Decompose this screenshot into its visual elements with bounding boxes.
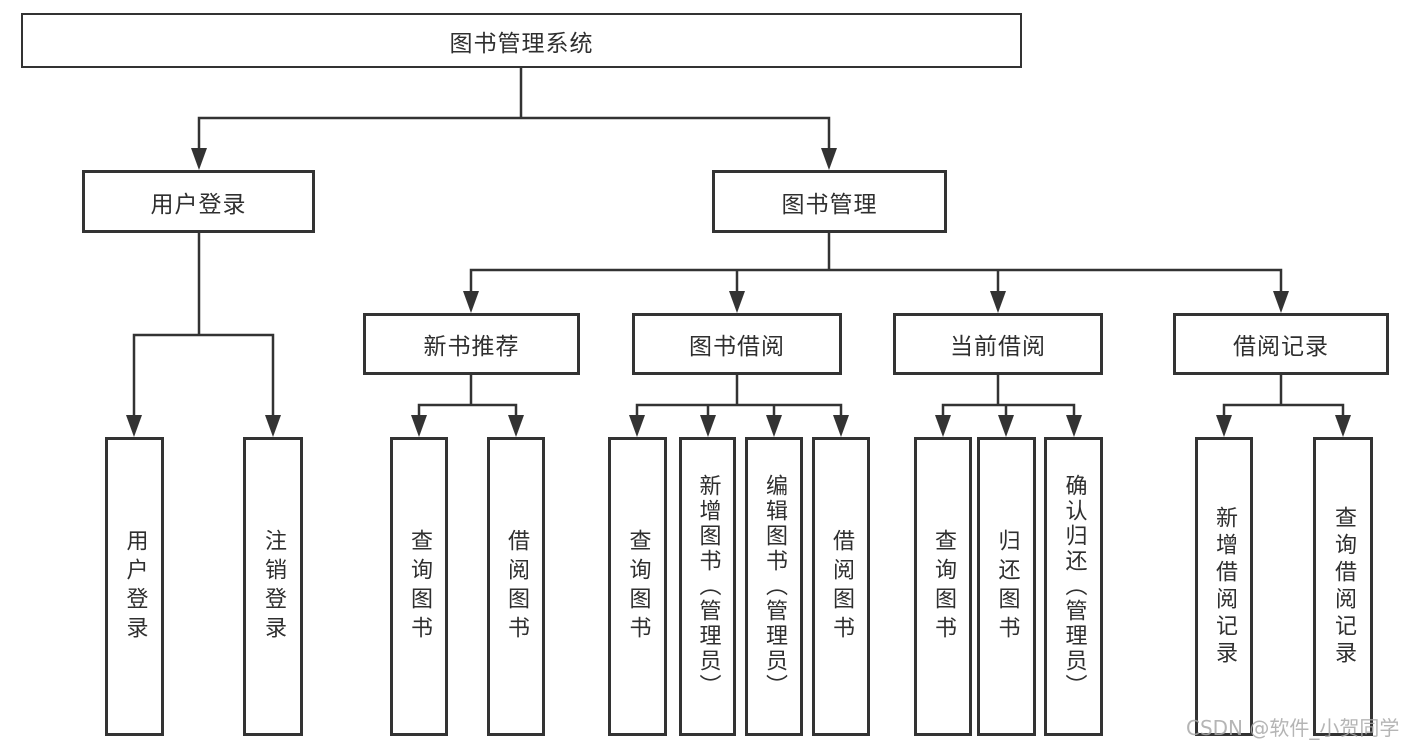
leaf-cb-return-books: 归还图书 [977, 437, 1036, 736]
leaf-cb-query-books: 查询图书 [914, 437, 972, 736]
node-label: 新增图书（管理员） [695, 474, 721, 699]
node-label: 注销登录 [261, 528, 286, 645]
node-label: 编辑图书（管理员） [762, 474, 787, 699]
node-label: 查询图书 [931, 528, 956, 645]
node-label: 图书借阅 [689, 334, 785, 360]
leaf-br-add-record: 新增借阅记录 [1195, 437, 1253, 736]
leaf-bb-edit-books: 编辑图书（管理员） [745, 437, 803, 736]
node-label: 归还图书 [994, 528, 1020, 645]
leaf-bb-query-books: 查询图书 [608, 437, 667, 736]
node-new-book-recommend: 新书推荐 [363, 313, 580, 375]
node-label: 图书管理 [781, 191, 878, 218]
node-label: 当前借阅 [950, 334, 1046, 360]
node-label: 用户登录 [150, 191, 247, 218]
node-user-login: 用户登录 [82, 170, 315, 233]
node-label: 查询图书 [407, 528, 432, 645]
leaf-bb-add-books: 新增图书（管理员） [679, 437, 736, 736]
leaf-nbr-borrow-books: 借阅图书 [487, 437, 545, 736]
node-label: 借阅记录 [1233, 334, 1329, 360]
node-label: 借阅图书 [504, 528, 529, 645]
leaf-user-login: 用户登录 [105, 437, 164, 736]
leaf-nbr-query-books: 查询图书 [390, 437, 448, 736]
csdn-watermark: CSDN @软件_小贺同学 [1186, 716, 1400, 740]
node-label: 新增借阅记录 [1212, 505, 1237, 668]
node-root-system: 图书管理系统 [21, 13, 1022, 68]
arrowhead-icons [126, 148, 1351, 437]
connector-shafts [132, 66, 1345, 418]
node-borrow-records: 借阅记录 [1173, 313, 1389, 375]
leaf-cb-confirm-return: 确认归还（管理员） [1044, 437, 1103, 736]
node-label: 图书管理系统 [449, 30, 594, 57]
node-label: 用户登录 [122, 528, 148, 645]
node-label: 借阅图书 [829, 528, 854, 645]
leaf-logout: 注销登录 [243, 437, 303, 736]
node-label: 新书推荐 [423, 334, 520, 360]
leaf-br-query-record: 查询借阅记录 [1313, 437, 1373, 736]
node-label: 查询图书 [625, 528, 651, 645]
node-label: 确认归还（管理员） [1061, 474, 1087, 699]
leaf-bb-borrow-books: 借阅图书 [812, 437, 870, 736]
node-label: 查询借阅记录 [1331, 505, 1356, 668]
node-current-borrow: 当前借阅 [893, 313, 1103, 375]
node-book-borrow: 图书借阅 [632, 313, 842, 375]
node-book-management: 图书管理 [712, 170, 947, 233]
